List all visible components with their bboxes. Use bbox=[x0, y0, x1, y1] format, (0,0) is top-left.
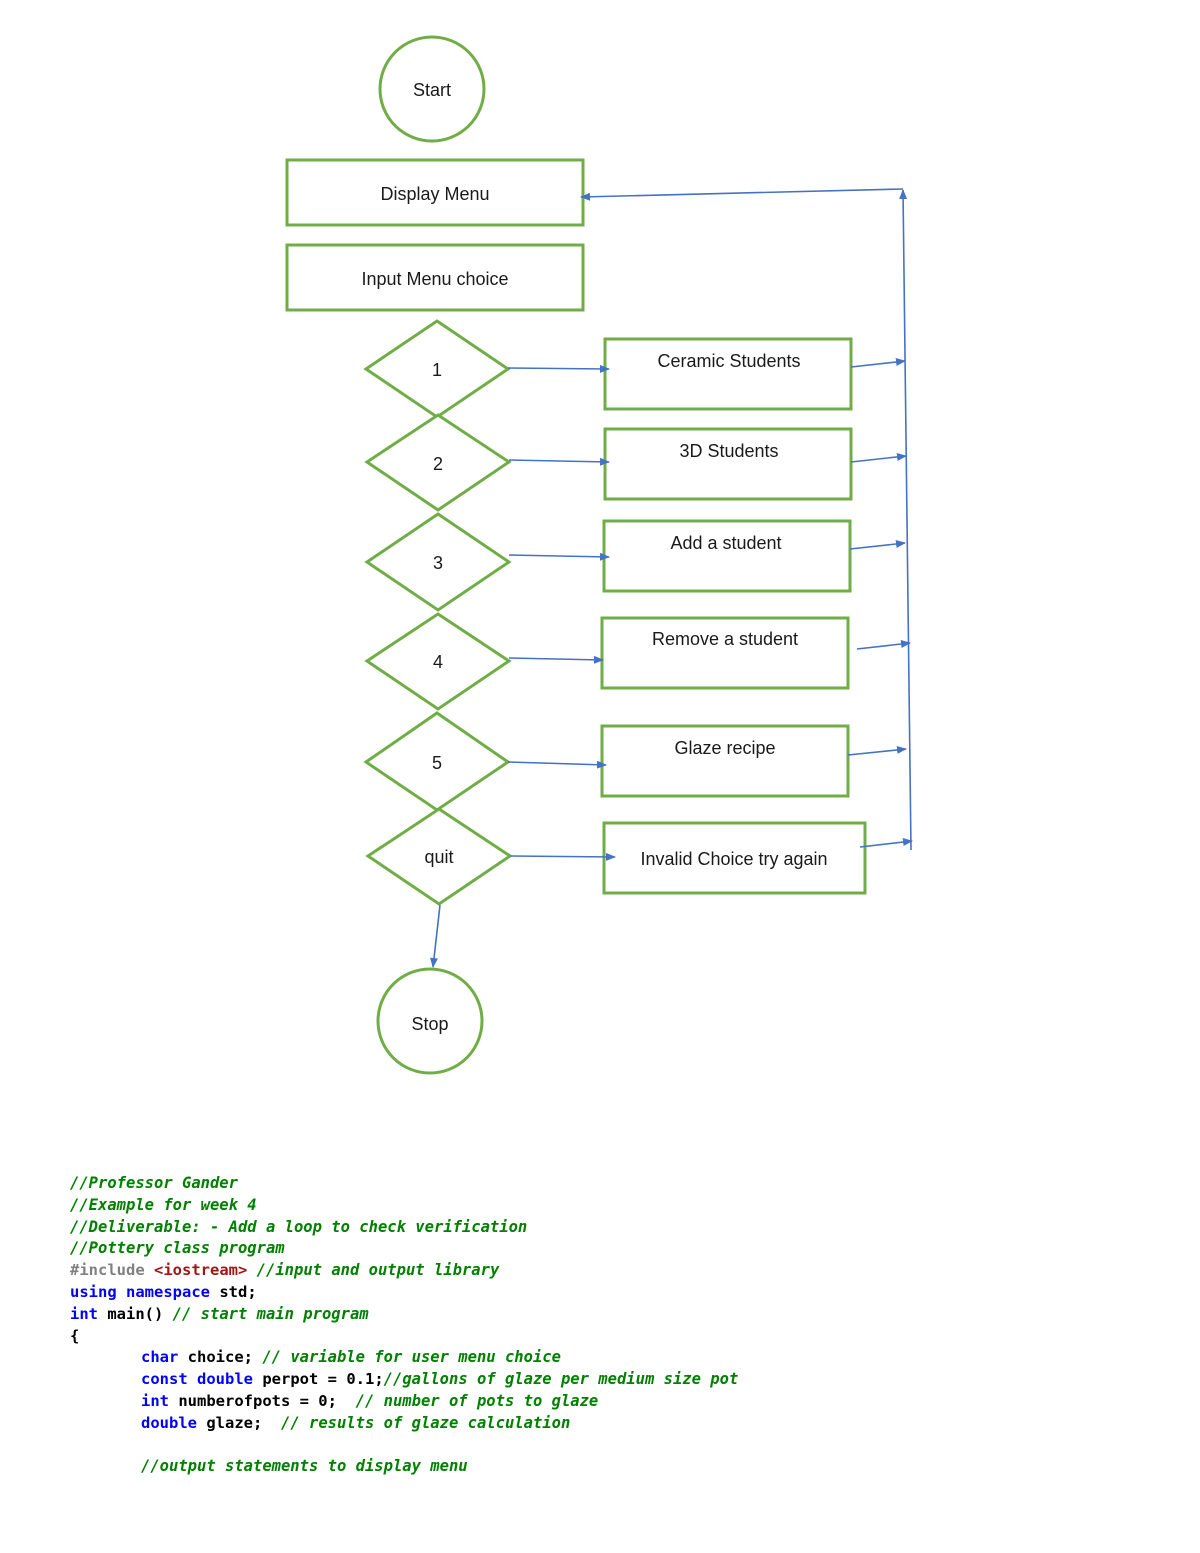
decision-1: 1 bbox=[363, 319, 511, 419]
decision-4-label: 4 bbox=[433, 652, 443, 672]
code-line bbox=[70, 1435, 738, 1457]
code-token bbox=[188, 1370, 197, 1388]
code-token: const bbox=[141, 1370, 188, 1389]
action-ceramic-students-label: Ceramic Students bbox=[657, 351, 800, 371]
action-add-student-label: Add a student bbox=[670, 533, 781, 553]
code-line: //Deliverable: - Add a loop to check ver… bbox=[70, 1217, 738, 1239]
decision-3-label: 3 bbox=[433, 553, 443, 573]
code-line: using namespace std; bbox=[70, 1282, 738, 1304]
decision-2: 2 bbox=[364, 413, 512, 512]
code-token: std; bbox=[210, 1282, 257, 1301]
display-menu-box: Display Menu bbox=[285, 158, 585, 227]
decision-quit: quit bbox=[365, 807, 513, 906]
connector-1-to-ceramic bbox=[507, 364, 610, 373]
code-token: // number of pots to glaze bbox=[355, 1391, 599, 1410]
connector-3-to-add bbox=[508, 552, 610, 561]
stop-label: Stop bbox=[411, 1014, 448, 1034]
code-token: int bbox=[70, 1304, 98, 1323]
decision-2-label: 2 bbox=[433, 454, 443, 474]
decision-5-label: 5 bbox=[432, 753, 442, 773]
code-token: char bbox=[141, 1348, 179, 1367]
code-token: //Example for week 4 bbox=[70, 1195, 257, 1214]
connector-return-bus bbox=[899, 189, 912, 851]
connector-invalid-return bbox=[859, 838, 913, 848]
code-token: glaze; bbox=[197, 1413, 281, 1432]
start-label: Start bbox=[413, 80, 451, 100]
action-ceramic-students: Ceramic Students bbox=[603, 337, 853, 411]
code-token: #include bbox=[70, 1261, 154, 1280]
action-3d-students-label: 3D Students bbox=[679, 441, 778, 461]
connector-4-to-remove bbox=[508, 655, 604, 664]
input-choice-label: Input Menu choice bbox=[361, 269, 508, 289]
code-line: #include <iostream> //input and output l… bbox=[70, 1260, 738, 1282]
connector-remove-return bbox=[856, 640, 911, 650]
code-token: // variable for user menu choice bbox=[262, 1348, 561, 1367]
code-line: //Pottery class program bbox=[70, 1238, 738, 1260]
code-token: //gallons of glaze per medium size pot bbox=[383, 1370, 739, 1389]
code-listing: //Professor Gander //Example for week 4 //… bbox=[70, 1173, 738, 1478]
code-token: main() bbox=[98, 1304, 173, 1323]
action-add-student: Add a student bbox=[602, 519, 852, 593]
code-token: // results of glaze calculation bbox=[281, 1413, 571, 1432]
code-line: //output statements to display menu bbox=[70, 1456, 738, 1478]
code-token: { bbox=[70, 1326, 80, 1345]
action-invalid-choice: Invalid Choice try again bbox=[602, 821, 867, 895]
code-token: //output statements to display menu bbox=[141, 1457, 468, 1476]
action-remove-student-label: Remove a student bbox=[652, 629, 798, 649]
code-line: //Example for week 4 bbox=[70, 1195, 738, 1217]
code-token: namespace bbox=[126, 1282, 211, 1301]
connector-add-return bbox=[849, 539, 906, 550]
code-token: <iostream> bbox=[154, 1261, 248, 1280]
code-token: numberofpots = 0; bbox=[169, 1391, 356, 1410]
decision-1-label: 1 bbox=[432, 360, 442, 380]
code-token: //input and output library bbox=[247, 1261, 500, 1280]
code-token: double bbox=[141, 1413, 197, 1432]
decision-quit-label: quit bbox=[424, 847, 453, 867]
action-invalid-choice-label: Invalid Choice try again bbox=[640, 849, 827, 869]
code-line: char choice; // variable for user menu c… bbox=[70, 1347, 738, 1369]
code-token: double bbox=[197, 1370, 254, 1389]
code-token: int bbox=[141, 1391, 169, 1410]
decision-3: 3 bbox=[364, 512, 512, 612]
decision-4: 4 bbox=[364, 612, 512, 711]
code-token: //Professor Gander bbox=[70, 1174, 238, 1192]
code-line: double glaze; // results of glaze calcul… bbox=[70, 1413, 738, 1435]
code-token: perpot = 0.1; bbox=[253, 1370, 384, 1389]
connector-2-to-3d bbox=[508, 457, 610, 466]
code-line: //Professor Gander bbox=[70, 1173, 738, 1195]
action-3d-students: 3D Students bbox=[603, 427, 853, 501]
connector-return-to-display bbox=[580, 188, 904, 201]
code-token: choice; bbox=[178, 1348, 263, 1367]
connector-5-to-glaze bbox=[507, 760, 607, 769]
action-remove-student: Remove a student bbox=[600, 616, 850, 690]
input-choice-box: Input Menu choice bbox=[285, 243, 585, 312]
action-glaze-recipe-label: Glaze recipe bbox=[674, 738, 775, 758]
start-node: Start bbox=[378, 35, 486, 143]
display-menu-label: Display Menu bbox=[380, 184, 489, 204]
code-token bbox=[117, 1283, 126, 1301]
connector-glaze-return bbox=[847, 745, 907, 756]
connector-3d-return bbox=[850, 452, 907, 463]
code-token: //Deliverable: - Add a loop to check ver… bbox=[70, 1217, 528, 1236]
code-token: using bbox=[70, 1282, 117, 1301]
decision-5: 5 bbox=[363, 711, 511, 812]
connector-quit-to-stop bbox=[430, 904, 441, 968]
code-line: int numberofpots = 0; // number of pots … bbox=[70, 1391, 738, 1413]
action-glaze-recipe: Glaze recipe bbox=[600, 724, 850, 798]
code-line: const double perpot = 0.1;//gallons of g… bbox=[70, 1369, 738, 1391]
connector-ceramic-return bbox=[850, 358, 906, 368]
stop-node: Stop bbox=[376, 967, 484, 1075]
flowchart: Start Display Menu Input Menu choice 1 2… bbox=[285, 35, 913, 1075]
code-token: // start main program bbox=[172, 1304, 369, 1323]
code-token: //Pottery class program bbox=[70, 1239, 285, 1258]
connector-quit-to-invalid bbox=[509, 852, 616, 861]
code-line: { bbox=[70, 1326, 738, 1348]
code-line: int main() // start main program bbox=[70, 1304, 738, 1326]
